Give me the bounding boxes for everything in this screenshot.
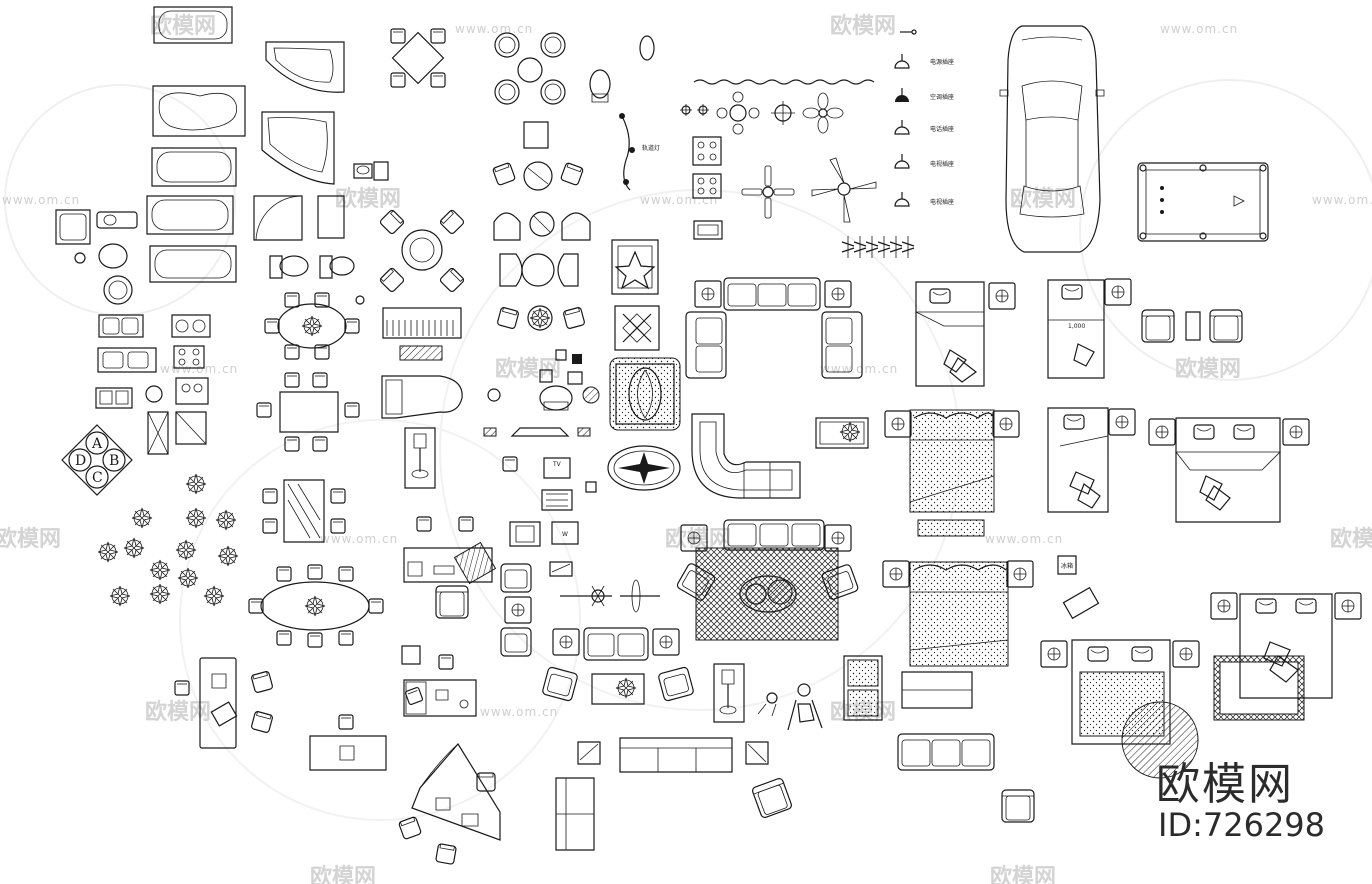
watermark-brand: 欧模网 bbox=[335, 186, 401, 212]
watermark-brand: 欧模网 bbox=[990, 864, 1056, 884]
socket-legend: 电源插座 空调插座 电话插座 电视插座 电视插座 bbox=[895, 30, 954, 206]
office-desks-left bbox=[174, 646, 476, 770]
watermark-url: www.om.cn bbox=[480, 705, 558, 719]
dining-table-large-oval bbox=[248, 564, 384, 648]
legend-item: 空调插座 bbox=[930, 93, 954, 101]
watermark-url: www.om.cn bbox=[1312, 193, 1372, 207]
sign-items: 冰箱 bbox=[1058, 556, 1098, 618]
legend-item: 电视插座 bbox=[930, 160, 954, 168]
track-light-label: 轨道灯 bbox=[642, 144, 660, 152]
corner-bathtub-group bbox=[254, 42, 344, 240]
monitor-label: W bbox=[562, 531, 568, 538]
rug-letter-b: B bbox=[109, 453, 119, 469]
bed-king-rug bbox=[1210, 592, 1362, 720]
watermark-url: www.om.cn bbox=[820, 362, 898, 376]
dining-table-oval bbox=[264, 292, 360, 360]
sign-label: 冰箱 bbox=[1061, 562, 1073, 570]
rug-compass bbox=[608, 446, 680, 490]
bathtub-group bbox=[147, 7, 245, 282]
legend-item: 电源插座 bbox=[930, 58, 954, 66]
sofa-row-bottom bbox=[556, 738, 794, 850]
lamp-table-2 bbox=[714, 664, 744, 722]
curved-desk bbox=[397, 744, 500, 866]
watermark-url: www.om.cn bbox=[1160, 22, 1238, 36]
piano bbox=[382, 308, 462, 418]
square-table-set bbox=[390, 28, 446, 88]
rug-letter-c: C bbox=[92, 470, 103, 486]
watermark-brand: 欧模网 bbox=[1330, 526, 1372, 552]
bed-double-2 bbox=[882, 560, 1034, 666]
watermark-url: www.om.cn bbox=[985, 532, 1063, 546]
leaf-row bbox=[842, 236, 914, 258]
plants-cluster bbox=[97, 473, 239, 607]
rug-square bbox=[615, 306, 659, 350]
small-items-center bbox=[484, 350, 599, 492]
bed-double-dotted bbox=[884, 410, 1020, 536]
bed-small-2 bbox=[1048, 408, 1136, 512]
pool-table bbox=[1138, 163, 1268, 241]
watermark-brand: 欧模网 bbox=[0, 526, 61, 552]
watermark-brand: 欧模网 bbox=[495, 356, 561, 382]
watermark-brand: 欧模网 bbox=[830, 13, 896, 39]
lamp-table bbox=[405, 428, 435, 488]
track-light: 轨道灯 bbox=[619, 113, 660, 190]
living-set-rug bbox=[675, 520, 860, 640]
watermark-brand: 欧模网 bbox=[1175, 356, 1241, 382]
watermark-brand: 欧模网 bbox=[150, 13, 216, 39]
dual-sofa-set bbox=[500, 563, 695, 704]
armchairs-pair bbox=[1141, 309, 1243, 343]
brand-id: ID:726298 bbox=[1158, 806, 1326, 844]
tv-console: TV bbox=[502, 456, 572, 510]
ceiling-fans bbox=[742, 158, 876, 222]
human-figures bbox=[758, 684, 822, 730]
bed-wide bbox=[1148, 418, 1310, 522]
watermark-url: www.om.cn bbox=[2, 193, 80, 207]
lamp-stand bbox=[590, 36, 654, 102]
cabinets-mid bbox=[844, 656, 1035, 823]
rug-letter-d: D bbox=[75, 453, 86, 469]
watermark-url: www.om.cn bbox=[640, 193, 718, 207]
round-table-set bbox=[378, 208, 466, 294]
rug-oval-leaf bbox=[610, 358, 680, 430]
abcd-rug: A B C D bbox=[62, 425, 132, 495]
watermark-url: www.om.cn bbox=[455, 22, 533, 36]
lounge-chairs-column bbox=[491, 122, 590, 330]
coffee-table bbox=[816, 418, 868, 448]
car-topview bbox=[1000, 26, 1104, 252]
dining-table-glass bbox=[262, 480, 346, 542]
tv-label: TV bbox=[552, 461, 562, 468]
legend-item: 电话插座 bbox=[930, 125, 954, 133]
kitchen-sinks bbox=[96, 315, 210, 454]
desk-workstation: W bbox=[404, 516, 578, 619]
toilets-sinks bbox=[56, 162, 388, 304]
round-rug bbox=[1122, 702, 1198, 778]
bed-single-1 bbox=[916, 282, 1016, 386]
ceiling-fan-long bbox=[560, 580, 660, 612]
watermark-brand: 欧模网 bbox=[310, 864, 376, 884]
watermark-brand: 欧模网 bbox=[145, 699, 211, 725]
living-set-top bbox=[686, 278, 862, 378]
bed-dimension: 1,000 bbox=[1068, 323, 1085, 330]
watermark-layer: 欧模网 www.om.cn 欧模网 www.om.cn www.om.cn 欧模… bbox=[0, 13, 1372, 884]
l-shaped-sofa bbox=[692, 414, 800, 498]
rug-star bbox=[612, 240, 658, 294]
round-table-four bbox=[495, 33, 565, 104]
watermark-url: www.om.cn bbox=[320, 532, 398, 546]
legend-item: 电视插座 bbox=[930, 198, 954, 206]
bed-small-1: 1,000 bbox=[1048, 278, 1132, 378]
rug-letter-a: A bbox=[91, 436, 103, 452]
light-fixtures bbox=[680, 80, 874, 239]
brand-logo: 欧模网 bbox=[1156, 759, 1294, 810]
dining-table-rect bbox=[256, 372, 360, 452]
watermark-url: www.om.cn bbox=[160, 362, 238, 376]
